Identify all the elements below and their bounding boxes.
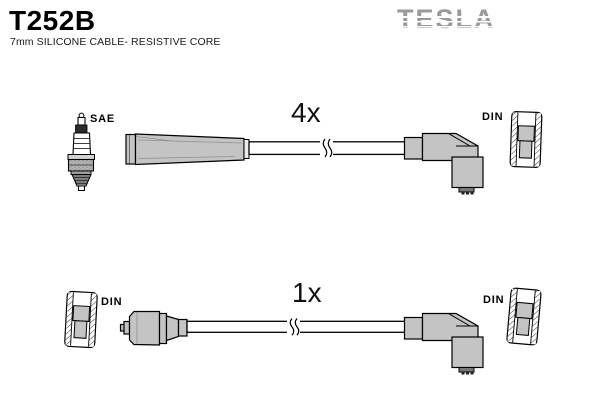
elbow-boot-icon-top [403, 132, 484, 196]
distributor-boot-icon [119, 310, 188, 346]
spark-plug-icon [67, 112, 95, 191]
bottom-right-din-label: DIN [483, 294, 505, 306]
bottom-kit-quantity: 1x [292, 277, 322, 308]
din-connector-icon-bottom-left [63, 290, 98, 349]
bottom-left-din-label: DIN [101, 296, 123, 308]
bottom-cable [186, 318, 408, 336]
sae-plug-label: SAE [90, 113, 116, 125]
elbow-boot-icon-bottom [403, 312, 484, 376]
top-cable-assembly [125, 132, 484, 196]
din-connector-icon-top [509, 110, 543, 169]
part-number: T252B [9, 5, 96, 36]
straight-boot-icon [125, 133, 250, 166]
product-description: 7mm SILICONE CABLE- RESISTIVE CORE [10, 36, 221, 48]
din-connector-icon-bottom-right [506, 287, 542, 346]
top-cable [248, 138, 408, 158]
top-din-label: DIN [482, 111, 504, 123]
top-kit-quantity: 4x [291, 97, 321, 128]
